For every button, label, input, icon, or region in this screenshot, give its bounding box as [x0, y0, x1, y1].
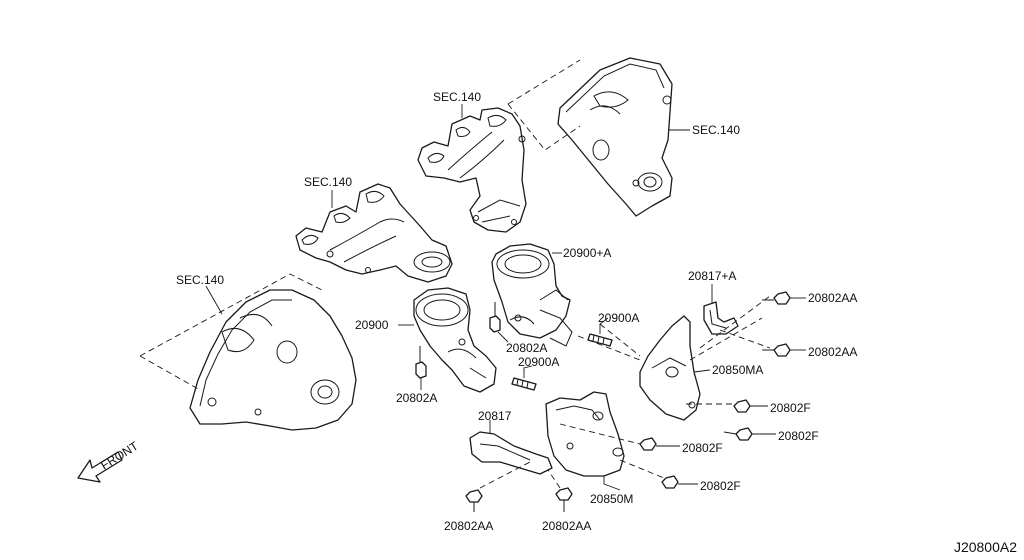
upper-right-heat-shield: [557, 57, 673, 217]
mid-left-exhaust-manifold: [295, 183, 453, 283]
upper-right-dash-outline: [507, 59, 581, 151]
left-cover-dash-2: [619, 459, 665, 479]
left-cover-dash-4: [547, 469, 561, 489]
bolt-f-3-label: 20802F: [682, 441, 723, 455]
right-cover-dash-1: [577, 323, 641, 361]
front-arrow-icon: [77, 451, 123, 483]
right-catalyst: [491, 243, 573, 347]
bolt-f-1-label: 20802F: [770, 401, 811, 415]
stud-right-label: 20900A: [598, 311, 639, 325]
bolt-f-upper: [733, 399, 751, 413]
bolt-aa-bottom-left: [465, 489, 483, 512]
nut-right-leader: [497, 331, 509, 343]
cover-right-label: 20850MA: [712, 363, 763, 377]
left-stud: [511, 377, 537, 391]
bolt-aa-3-label: 20802AA: [444, 519, 493, 533]
right-bracket: [703, 301, 739, 335]
nut-left-label: 20802A: [396, 391, 437, 405]
bolt-f-middle: [639, 437, 657, 451]
left-cover: [545, 391, 625, 477]
bolt-aa-1-label: 20802AA: [808, 291, 857, 305]
stud-left-leader: [523, 365, 533, 378]
left-bracket: [469, 431, 553, 475]
left-catalyst: [413, 287, 497, 393]
diagram-code: J20800A2: [954, 539, 1017, 555]
sec-lower-left-leader: [205, 285, 223, 315]
sec-mid-left-label: SEC.140: [304, 175, 352, 189]
cover-right-leader: [693, 369, 711, 373]
lower-left-dash-outline: [139, 273, 323, 391]
bolt-aa-bottom-right: [555, 487, 573, 512]
right-nut: [489, 302, 501, 333]
left-nut: [415, 346, 427, 379]
right-stud: [587, 333, 613, 347]
cover-left-label: 20850M: [590, 492, 633, 506]
cat-left-label: 20900: [355, 318, 389, 332]
cat-right-label: 20900+A: [563, 246, 611, 260]
bolt-f-lower: [661, 475, 679, 489]
bracket-right-label: 20817+A: [688, 269, 736, 283]
bolt-aa-middle: [762, 343, 791, 357]
cover-left-leader: [603, 476, 621, 491]
bracket-left-label: 20817: [478, 409, 512, 423]
sec-upper-left-label: SEC.140: [433, 90, 481, 104]
bolt-f-right: [723, 427, 753, 441]
lower-left-heat-shield: [189, 289, 357, 431]
stud-left-label: 20900A: [518, 355, 559, 369]
nut-right-label: 20802A: [506, 341, 547, 355]
sec-upper-right-label: SEC.140: [692, 123, 740, 137]
bolt-f-2-label: 20802F: [778, 429, 819, 443]
front-label: FRONT: [98, 438, 141, 472]
bolt-aa-2-label: 20802AA: [808, 345, 857, 359]
right-cover-dash-4: [719, 329, 771, 349]
right-cover-dash-2: [689, 295, 771, 361]
upper-right-exhaust-manifold: [417, 107, 527, 233]
bolt-f-4-label: 20802F: [700, 479, 741, 493]
sec-lower-left-label: SEC.140: [176, 273, 224, 287]
bolt-aa-4-label: 20802AA: [542, 519, 591, 533]
bolt-aa-upper: [762, 291, 791, 305]
left-cover-dash-1: [559, 423, 641, 445]
